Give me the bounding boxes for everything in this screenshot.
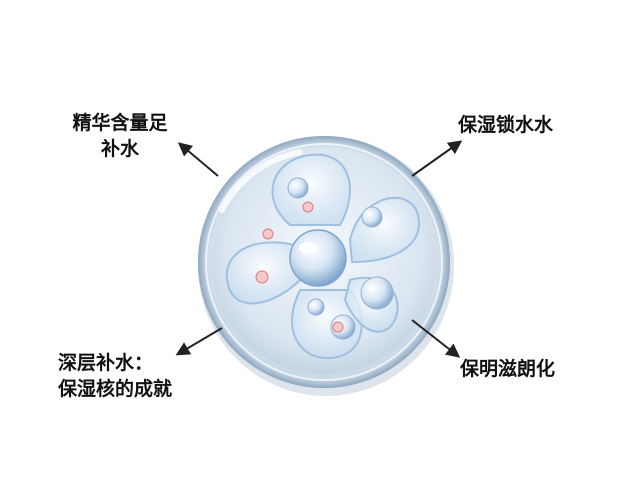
- arrows: [175, 140, 463, 358]
- label-line: 保湿锁水水: [458, 114, 554, 136]
- water-molecule-disc-icon: [198, 136, 454, 396]
- petals: [225, 153, 421, 360]
- bubble-accent: [332, 321, 344, 333]
- bubble: [361, 206, 383, 228]
- bubble: [307, 298, 325, 316]
- label-bottom-right: 保明滋朗化: [460, 356, 555, 382]
- label-line: 深层补水：: [58, 352, 154, 374]
- arrow-bottom-left: [175, 327, 223, 356]
- petal-top: [271, 153, 351, 226]
- label-line: 保明滋朗化: [460, 358, 556, 380]
- label-line: 补水: [100, 138, 139, 160]
- arrow-top-left: [177, 142, 219, 177]
- bubble-accent: [262, 228, 274, 240]
- label-bottom-left: 深层补水： 保湿核的成就: [58, 350, 172, 402]
- label-top-left: 精华含量足 补水: [60, 110, 180, 162]
- arrow-bottom-right: [411, 319, 461, 358]
- label-top-right: 保湿锁水水: [458, 112, 553, 138]
- bubbles: [255, 177, 394, 340]
- label-line: 精华含量足: [72, 112, 168, 134]
- center-bubble: [289, 229, 347, 287]
- bubble: [287, 177, 309, 199]
- bubble: [360, 276, 394, 310]
- label-line: 保湿核的成就: [58, 378, 173, 400]
- bubble-accent: [302, 201, 314, 213]
- arrow-top-right: [411, 140, 463, 177]
- bubble-accent: [255, 270, 269, 284]
